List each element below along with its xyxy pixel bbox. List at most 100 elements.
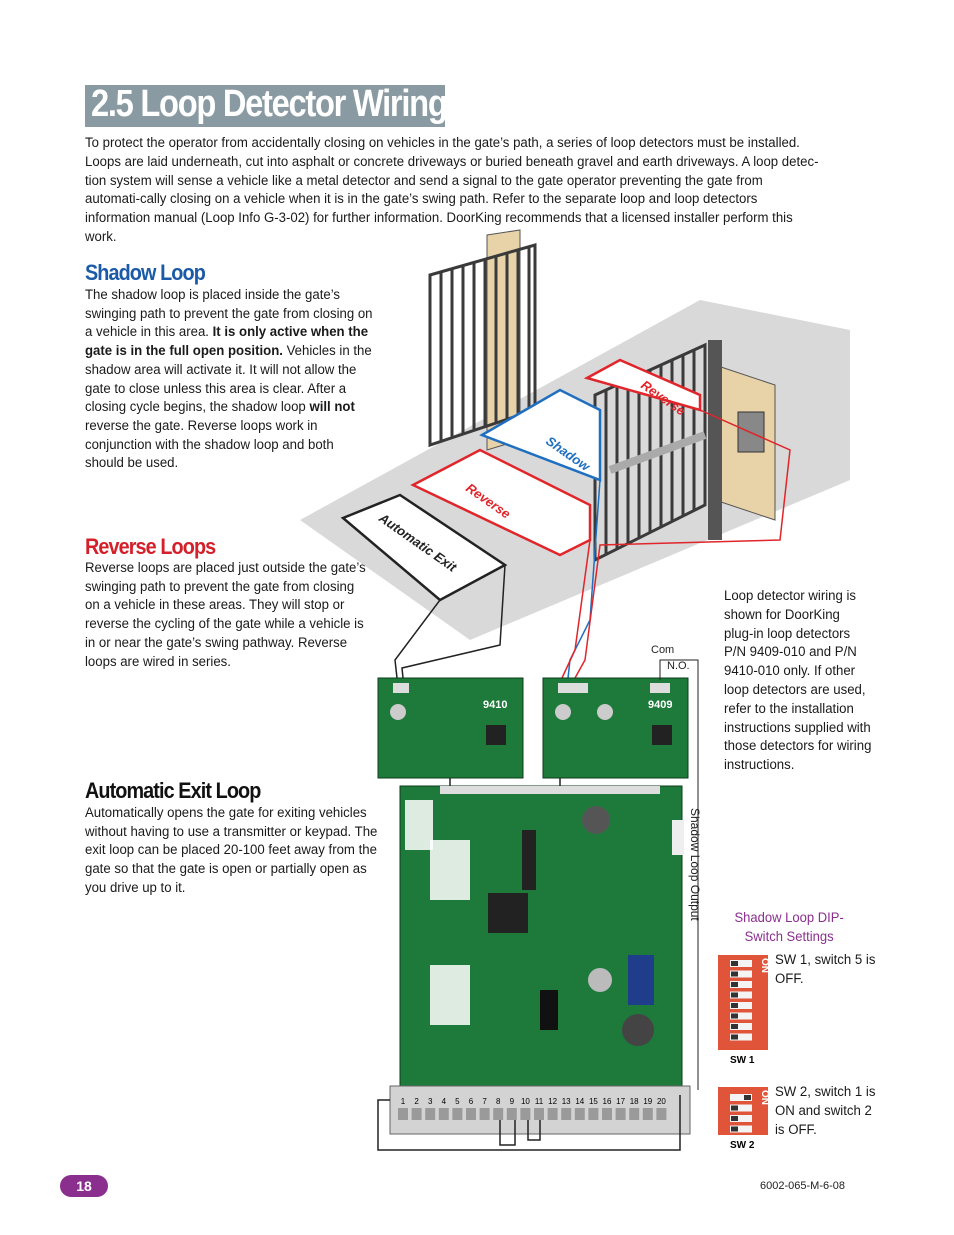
terminal-number: 1 — [401, 1097, 406, 1106]
terminal-number: 17 — [616, 1097, 625, 1106]
terminal-screw — [452, 1108, 463, 1120]
reverse-loops-text: Reverse loops are placed just outside th… — [85, 560, 366, 670]
terminal-screw — [656, 1108, 667, 1120]
terminal-screw — [506, 1108, 517, 1120]
automatic-exit-heading: Automatic Exit Loop — [85, 778, 261, 803]
terminal-screw — [615, 1108, 626, 1120]
exit-loop-wire-2 — [401, 564, 506, 679]
detector-left-label: 9410 — [483, 699, 507, 711]
dip-sw1-label: SW 1 — [730, 1055, 755, 1066]
dip-switch-knob — [731, 1034, 738, 1040]
terminal-screw — [547, 1108, 558, 1120]
automatic-exit-text: Automatically opens the gate for exiting… — [85, 805, 378, 896]
dip-switch-slot — [730, 1094, 752, 1101]
reverse-loop — [410, 448, 592, 557]
terminal-screw — [642, 1108, 653, 1120]
intro-paragraph: To protect the operator from accidentall… — [85, 135, 819, 245]
detector-output-terminal — [650, 683, 670, 693]
dip-switch-knob — [731, 1116, 738, 1121]
terminal-number: 3 — [428, 1097, 433, 1106]
document-number: 6002-065-M-6-08 — [760, 1180, 845, 1192]
terminal-screw — [602, 1108, 612, 1120]
terminal-number: 20 — [657, 1097, 666, 1106]
terminal-screw — [411, 1108, 422, 1120]
detector-left-knob — [390, 704, 406, 720]
gate-post — [708, 340, 722, 540]
terminal-screw — [466, 1108, 476, 1120]
terminal-screw — [520, 1108, 531, 1120]
shadow-loop-output-label: Shadow Loop Output — [688, 808, 702, 921]
dip-switch-knob — [731, 1024, 738, 1029]
sw2-note: SW 2, switch 1 is ON and switch 2 is OFF… — [775, 1084, 876, 1138]
shadow-wire — [567, 479, 601, 679]
board-label-block-2 — [430, 840, 470, 900]
board-capacitor — [622, 1014, 654, 1046]
terminal-number: 7 — [482, 1097, 487, 1106]
dip-switch-slot — [730, 970, 752, 978]
terminal-screw — [534, 1108, 544, 1120]
dip-switch-slot — [730, 1023, 752, 1030]
terminal-number: 4 — [442, 1097, 447, 1106]
detector-right-knob-1 — [555, 704, 571, 720]
terminal-number: 5 — [455, 1097, 460, 1106]
dip-sw1-switches — [730, 960, 752, 1041]
board-buzzer — [582, 806, 610, 834]
terminal-number: 2 — [414, 1097, 419, 1106]
terminal-number: 6 — [469, 1097, 474, 1106]
board-cpu — [488, 893, 528, 933]
page-title: 2.5 Loop Detector Wiring — [91, 83, 448, 125]
board-label-block-1 — [405, 800, 433, 850]
dip-switch-slot — [730, 960, 752, 967]
dip-switch-slot — [730, 1012, 752, 1020]
reverse-top-wire — [574, 409, 791, 679]
dip-switch-knob — [731, 982, 738, 987]
control-box — [737, 411, 765, 453]
detector-right-label: 9409 — [648, 699, 672, 711]
detector-right-chip — [652, 725, 672, 745]
dip-sw2-on: ON — [759, 1090, 770, 1105]
page-number: 18 — [60, 1175, 108, 1197]
dip-switch-knob — [731, 961, 738, 966]
terminal-number: 12 — [548, 1097, 557, 1106]
detector-right-terminal — [558, 683, 588, 693]
detector-left-terminal — [393, 683, 409, 693]
dip-switch-knob — [731, 1003, 738, 1008]
terminal-screw — [588, 1108, 599, 1120]
dip-sw2-switches — [730, 1094, 752, 1133]
sw1-note: SW 1, switch 5 is OFF. — [775, 952, 876, 987]
board-side-connector — [672, 820, 684, 855]
shadow-text-bold2: will not — [309, 399, 355, 416]
dip-switch-slot — [730, 1002, 752, 1009]
terminal-number: 18 — [630, 1097, 639, 1106]
terminal-number: 10 — [521, 1097, 530, 1106]
terminal-wire-2 — [499, 1120, 516, 1146]
no-label: N.O. — [667, 660, 690, 672]
board-label-block-3 — [430, 965, 470, 1025]
terminal-number: 14 — [575, 1097, 584, 1106]
dip-settings-title: Shadow Loop DIP-Switch Settings — [734, 909, 844, 944]
dip-switch-slot — [730, 1125, 752, 1133]
shadow-text-c: reverse the gate. Reverse loops work in … — [85, 417, 334, 472]
dip-switch-slot — [730, 1104, 752, 1112]
terminal-screw — [561, 1108, 572, 1120]
terminal-screw — [574, 1108, 585, 1120]
dip-switch-knob — [731, 1105, 738, 1111]
terminal-screw — [438, 1108, 449, 1120]
terminal-number: 8 — [496, 1097, 501, 1106]
board-relay — [540, 990, 558, 1030]
dip-switch-slot — [730, 1033, 752, 1041]
terminal-number: 11 — [535, 1097, 544, 1106]
shadow-output-wire — [659, 659, 699, 1090]
dip-switch-knob — [731, 992, 738, 998]
shadow-text-b: Vehicles in the shadow area will activat… — [85, 343, 372, 416]
dip-switch-slot — [730, 981, 752, 988]
board-header — [440, 786, 660, 794]
dip-switch-slot — [730, 1115, 752, 1122]
terminal-number: 9 — [510, 1097, 515, 1106]
terminal-wire-3 — [527, 1120, 541, 1141]
terminal-screw — [479, 1108, 490, 1120]
exit-loop-wire — [394, 599, 441, 679]
dip-switch-knob — [731, 971, 738, 977]
detector-right-knob-2 — [597, 704, 613, 720]
terminal-screw — [493, 1108, 504, 1120]
